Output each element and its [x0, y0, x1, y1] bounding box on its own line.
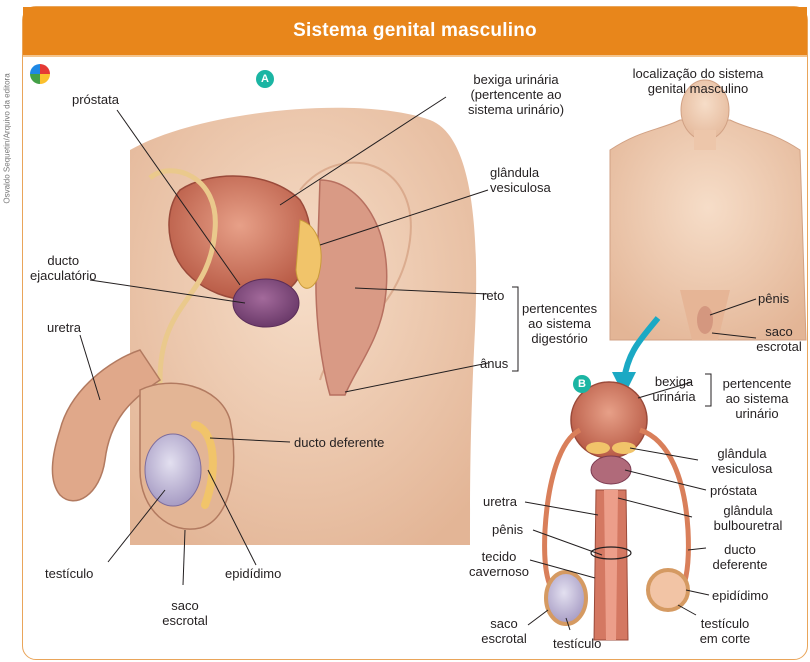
label-saco-a-line2: escrotal — [160, 613, 210, 628]
pelvis-illustration — [52, 108, 476, 545]
label-penis-b: pênis — [492, 522, 523, 537]
label-glandula-bulbo-line2: bulbouretral — [698, 518, 798, 533]
label-glandula-a-line2: vesiculosa — [490, 180, 551, 195]
label-pertencentes-line3: digestório — [522, 331, 597, 346]
label-ducto-ejac-line2: ejaculatório — [30, 268, 97, 283]
label-epididimo-a: epidídimo — [225, 566, 281, 581]
label-testiculo-corte-line1: testículo — [690, 616, 760, 631]
label-pertencentes-digestorio: pertencentes ao sistema digestório — [522, 301, 597, 346]
label-ducto-def-line2: deferente — [708, 557, 772, 572]
label-saco-b-line2: escrotal — [476, 631, 532, 646]
label-ducto-deferente-b: ducto deferente — [708, 542, 772, 572]
label-testiculo-b: testículo — [553, 636, 601, 651]
label-localizacao: localização do sistema genital masculino — [608, 66, 788, 96]
label-pertencentes-line2: ao sistema — [522, 316, 597, 331]
label-saco-a-line1: saco — [160, 598, 210, 613]
testis-shape — [145, 434, 201, 506]
bracket-urinary — [705, 374, 711, 406]
label-glandula-a-line1: glândula — [490, 165, 551, 180]
label-saco-torso-line2: escrotal — [752, 339, 806, 354]
label-pertencentes-line1: pertencentes — [522, 301, 597, 316]
label-saco-b-line1: saco — [476, 616, 532, 631]
label-uretra-b: uretra — [483, 494, 517, 509]
badge-a: A — [256, 70, 274, 88]
label-prostata-a: próstata — [72, 92, 119, 107]
label-prostata-b: próstata — [710, 483, 757, 498]
label-anus: ânus — [480, 356, 508, 371]
label-tecido-cavernoso: tecido cavernoso — [464, 549, 534, 579]
label-bexiga-a: bexiga urinária (pertencente ao sistema … — [436, 72, 596, 117]
label-ducto-ejaculatorio: ducto ejaculatório — [30, 253, 97, 283]
label-saco-torso-line1: saco — [752, 324, 806, 339]
label-tecido-line2: cavernoso — [464, 564, 534, 579]
label-bexiga-a-line2: (pertencente ao — [436, 87, 596, 102]
label-testiculo-corte-line2: em corte — [690, 631, 760, 646]
label-glandula-a: glândula vesiculosa — [490, 165, 551, 195]
label-testiculo-em-corte: testículo em corte — [690, 616, 760, 646]
label-pertencente-urinario: pertencente ao sistema urinário — [714, 376, 800, 421]
label-bexiga-b: bexiga urinária — [646, 374, 702, 404]
label-glandula-ves-line1: glândula — [700, 446, 784, 461]
bracket-digestive — [512, 287, 518, 371]
label-pertencente-line1: pertencente — [714, 376, 800, 391]
label-localizacao-line1: localização do sistema — [608, 66, 788, 81]
label-saco-torso: saco escrotal — [752, 324, 806, 354]
label-ducto-ejac-line1: ducto — [30, 253, 97, 268]
label-glandula-bulbouretral: glândula bulbouretral — [698, 503, 798, 533]
badge-b: B — [573, 375, 591, 393]
label-ducto-deferente-a: ducto deferente — [294, 435, 384, 450]
label-bexiga-b-line1: bexiga — [646, 374, 702, 389]
label-glandula-ves-line2: vesiculosa — [700, 461, 784, 476]
label-glandula-bulbo-line1: glândula — [698, 503, 798, 518]
label-ducto-def-line1: ducto — [708, 542, 772, 557]
label-bexiga-a-line1: bexiga urinária — [436, 72, 596, 87]
label-reto: reto — [482, 288, 504, 303]
label-saco-b: saco escrotal — [476, 616, 532, 646]
label-uretra-a: uretra — [47, 320, 81, 335]
label-tecido-line1: tecido — [464, 549, 534, 564]
label-glandula-vesiculosa-b: glândula vesiculosa — [700, 446, 784, 476]
label-testiculo-a: testículo — [45, 566, 93, 581]
label-pertencente-line2: ao sistema — [714, 391, 800, 406]
label-bexiga-a-line3: sistema urinário) — [436, 102, 596, 117]
label-saco-a: saco escrotal — [160, 598, 210, 628]
label-localizacao-line2: genital masculino — [608, 81, 788, 96]
label-pertencente-line3: urinário — [714, 406, 800, 421]
label-bexiga-b-line2: urinária — [646, 389, 702, 404]
label-penis-torso: pênis — [758, 291, 789, 306]
label-epididimo-b: epidídimo — [712, 588, 768, 603]
